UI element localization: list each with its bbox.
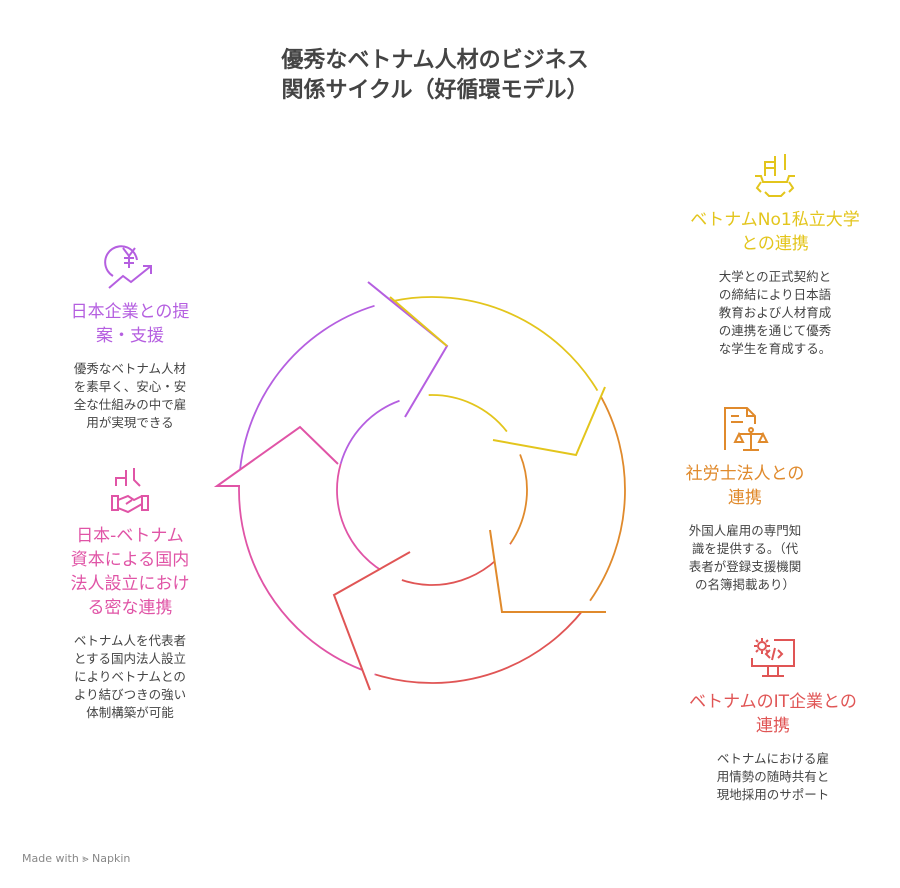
orange-inner-arc: [510, 454, 528, 544]
gear-building-icon: [755, 154, 795, 197]
handshake-building-icon: [111, 468, 149, 514]
item-it-companies: ベトナムのIT企業との連携 ベトナムにおける雇用情勢の随時共有と現地採用のサポー…: [664, 636, 882, 804]
item-description: ベトナム人を代表者とする国内法人設立によりベトナムとのより結びつきの強い体制構築…: [73, 633, 187, 720]
item-description: 外国人雇用の専門知識を提供する。（代表者が登録支援機関の名簿掲載あり）: [688, 523, 802, 592]
page-title: 優秀なベトナム人材のビジネス関係サイクル（好循環モデル）: [281, 48, 589, 103]
red-arrowhead: [332, 551, 411, 691]
purple-arrowhead: [367, 281, 449, 418]
item-joint-company: 日本-ベトナム資本による国内法人設立における密な連携 ベトナム人を代表者とする国…: [40, 466, 220, 722]
item-description: 大学との正式契約との締結により日本語教育および人材育成の連携を通じて優秀な学生を…: [718, 269, 832, 356]
red-outer-arc: [375, 600, 591, 684]
pink-arrowhead: [213, 425, 339, 487]
orange-arrowhead: [489, 529, 606, 613]
item-description: 優秀なベトナム人材を素早く、安心・安全な仕組みの中で雇用が実現できる: [73, 361, 187, 430]
yellow-arrowhead: [492, 386, 606, 457]
gear-monitor-code-icon: [751, 638, 795, 677]
item-heading: ベトナムのIT企業との連携: [689, 692, 857, 736]
item-heading: ベトナムNo1私立大学との連携: [690, 210, 860, 254]
purple-inner-arc: [339, 399, 400, 465]
made-with-napkin-footer: Made with ⪢ Napkin: [22, 852, 131, 865]
orange-outer-arc: [589, 393, 626, 602]
pink-outer-arc: [238, 483, 376, 676]
item-heading: 日本-ベトナム資本による国内法人設立における密な連携: [70, 526, 190, 618]
item-heading: 日本企業との提案・支援: [70, 302, 190, 346]
item-university: ベトナムNo1私立大学との連携 大学との正式契約との締結により日本語教育および人…: [662, 152, 888, 358]
item-japan-companies: 日本企業との提案・支援 優秀なベトナム人材を素早く、安心・安全な仕組みの中で雇用…: [40, 238, 220, 432]
yellow-inner-arc: [428, 394, 508, 433]
item-labor-consultant: 社労士法人との連携 外国人雇用の専門知識を提供する。（代表者が登録支援機関の名簿…: [662, 406, 828, 594]
pink-inner-arc: [336, 463, 400, 581]
item-heading: 社労士法人との連携: [685, 464, 805, 508]
purple-yellow-join: [389, 296, 448, 347]
yen-growth-icon: [104, 245, 152, 289]
document-scale-icon: [724, 407, 769, 451]
item-description: ベトナムにおける雇用情勢の随時共有と現地採用のサポート: [716, 751, 830, 802]
yellow-outer-arc: [391, 296, 600, 394]
purple-outer-arc: [238, 304, 376, 484]
